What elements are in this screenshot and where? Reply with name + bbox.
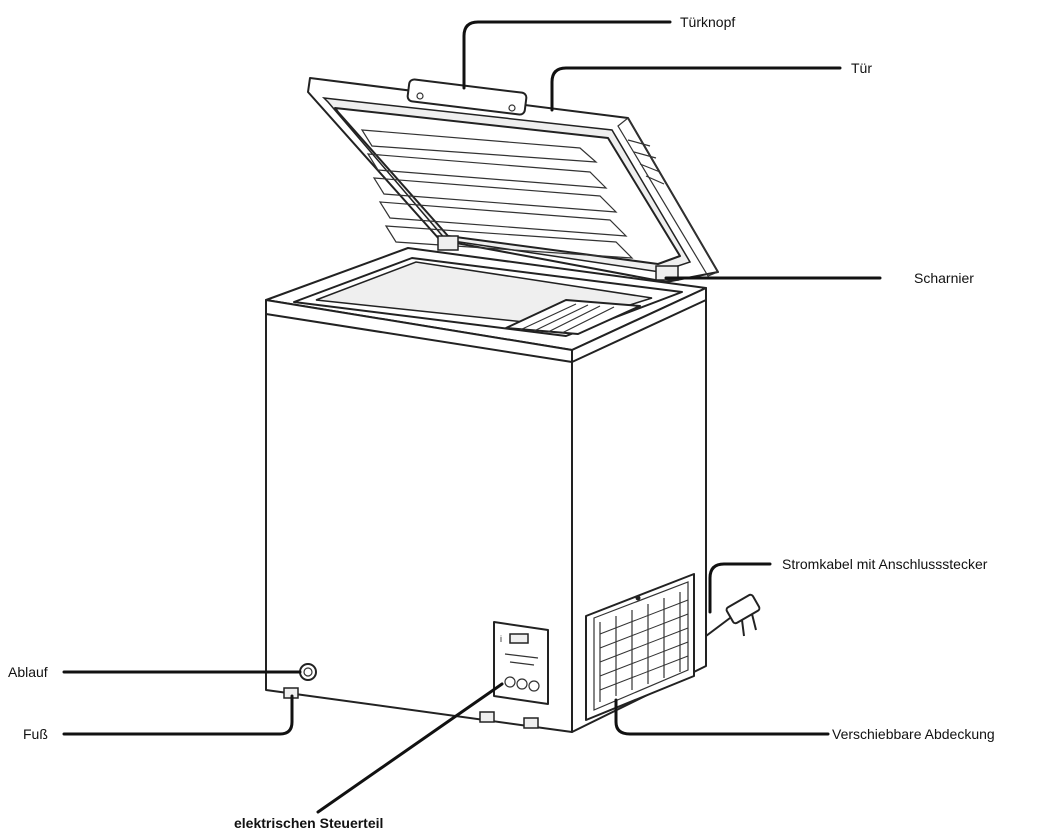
power-plug bbox=[705, 593, 761, 637]
label-tuer: Tür bbox=[851, 60, 872, 76]
door-handle bbox=[406, 78, 528, 116]
label-ablauf: Ablauf bbox=[8, 664, 48, 680]
vent-cover bbox=[585, 573, 695, 721]
label-fuss: Fuß bbox=[23, 726, 48, 742]
label-abdeckung: Verschiebbare Abdeckung bbox=[832, 726, 995, 742]
label-stromkabel: Stromkabel mit Anschlussstecker bbox=[782, 556, 988, 572]
label-tuerknopf: Türknopf bbox=[680, 14, 736, 30]
label-steuerteil: elektrischen Steuerteil bbox=[234, 815, 384, 831]
leader-lines bbox=[62, 20, 882, 814]
label-scharnier: Scharnier bbox=[914, 270, 974, 286]
lid bbox=[307, 77, 719, 283]
control-panel: i bbox=[493, 621, 549, 705]
drain bbox=[299, 663, 317, 681]
hinge-left bbox=[437, 235, 459, 251]
svg-text:i: i bbox=[500, 634, 502, 644]
